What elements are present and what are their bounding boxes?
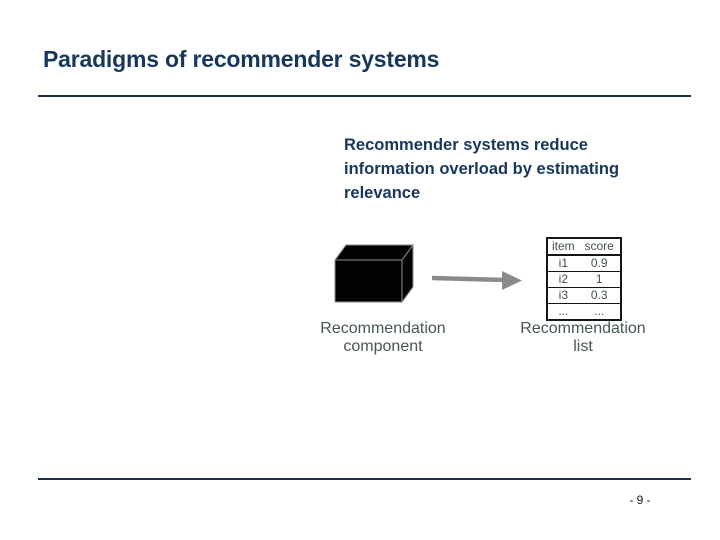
caption-line: component — [343, 338, 423, 355]
table-cell: ... — [594, 304, 605, 318]
table-cell: i3 — [558, 288, 568, 302]
table-cell: 1 — [595, 272, 603, 286]
footer-rule — [38, 478, 691, 480]
table-cell: i1 — [558, 256, 568, 270]
table-body: i1 0.9 i2 1 i3 0.3...... — [547, 255, 621, 320]
key-message-text: Recommender systems reduce information o… — [344, 136, 620, 202]
cube-3d-icon — [334, 243, 414, 304]
table-header-cell: score — [584, 239, 614, 253]
table-row: i2 1 — [547, 272, 621, 288]
table-cell: 0.3 — [590, 288, 608, 302]
table-cell: 0.9 — [590, 256, 608, 270]
page-number: - 9 - — [629, 493, 651, 507]
table-cell: i2 — [558, 272, 568, 286]
component-caption: Recommendation component — [306, 320, 460, 356]
caption-line: Recommendation — [520, 320, 646, 337]
table-header-row: item score — [547, 238, 621, 255]
caption-line: Recommendation — [320, 320, 446, 337]
table-cell: ... — [558, 304, 569, 318]
component-to-list-diagram — [334, 243, 522, 304]
arrow-right-icon — [431, 271, 522, 290]
title-underline — [38, 95, 691, 97]
table-row: ...... — [547, 304, 621, 321]
table-header-cell: item — [552, 239, 575, 253]
list-caption: Recommendation list — [518, 320, 648, 356]
slide-title: Paradigms of recommender systems — [43, 46, 440, 72]
table-row: i1 0.9 — [547, 255, 621, 272]
caption-line: list — [573, 338, 593, 355]
table-row: i3 0.3 — [547, 288, 621, 304]
recommendation-table: item score i1 0.9 i2 1 i3 0.3...... — [546, 237, 622, 321]
